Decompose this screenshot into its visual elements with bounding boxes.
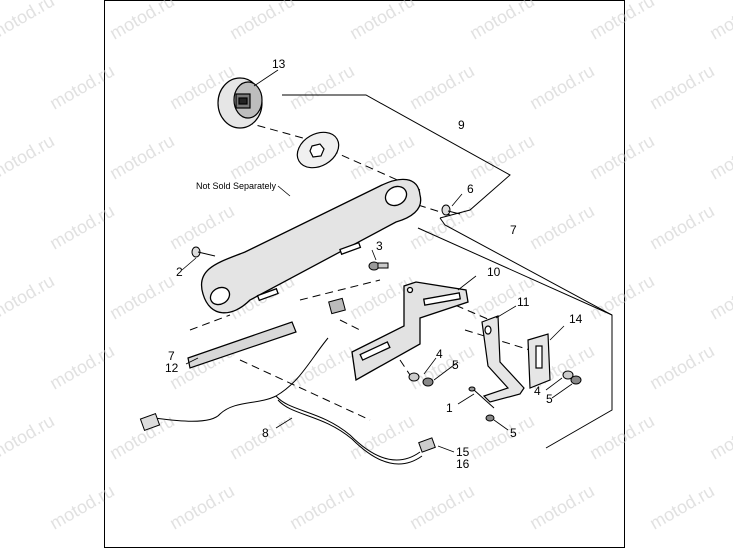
- watermark-text: motod.ru: [406, 481, 478, 534]
- watermark-text: motod.ru: [106, 271, 178, 324]
- callout-3: 3: [376, 239, 383, 253]
- watermark-text: motod.ru: [586, 0, 658, 43]
- watermark-text: motod.ru: [706, 411, 733, 464]
- watermark-text: motod.ru: [466, 411, 538, 464]
- watermark-text: motod.ru: [166, 201, 238, 254]
- callout-12: 12: [165, 361, 179, 375]
- not-sold-separately-note: Not Sold Separately: [196, 181, 277, 191]
- watermark-text: motod.ru: [466, 0, 538, 43]
- watermark-text: motod.ru: [346, 411, 418, 464]
- callout-16: 16: [456, 457, 470, 471]
- watermark-text: motod.ru: [586, 131, 658, 184]
- hardware-washers-nuts: [408, 370, 582, 422]
- callout-4-right: 4: [534, 384, 541, 398]
- part-14-plate: [527, 333, 551, 389]
- watermark-text: motod.ru: [46, 61, 118, 114]
- watermark-text: motod.ru: [406, 61, 478, 114]
- watermark-text: motod.ru: [46, 341, 118, 394]
- callout-2: 2: [176, 265, 183, 279]
- part-11-bracket: [481, 315, 525, 403]
- watermark-text: motod.ru: [706, 0, 733, 43]
- watermark-text: motod.ru: [226, 131, 298, 184]
- leader-lines: [181, 69, 573, 453]
- part-12-reflector: [187, 321, 297, 369]
- callout-6: 6: [467, 182, 474, 196]
- watermark-text: motod.ru: [706, 131, 733, 184]
- watermark-text: motod.ru: [0, 0, 58, 43]
- watermark-text: motod.ru: [646, 481, 718, 534]
- watermark-text: motod.ru: [706, 271, 733, 324]
- gasket-washer: [296, 131, 340, 169]
- callout-1: 1: [446, 401, 453, 415]
- callout-5-left: 5: [452, 358, 459, 372]
- part-3-screw: [368, 261, 389, 271]
- lamp-socket: [328, 297, 346, 315]
- callout-10: 10: [487, 265, 501, 279]
- part-13-cover: [217, 77, 263, 129]
- callout-7-top: 7: [510, 223, 517, 237]
- part-8-wiring: [139, 337, 436, 465]
- watermark-text: motod.ru: [46, 481, 118, 534]
- callout-13: 13: [272, 57, 286, 71]
- part-2-bolt: [191, 246, 216, 258]
- callout-8: 8: [262, 426, 269, 440]
- watermark-text: motod.ru: [0, 131, 58, 184]
- part-10-bracket: [351, 281, 469, 382]
- watermark-text: motod.ru: [526, 481, 598, 534]
- watermark-text: motod.ru: [286, 341, 358, 394]
- callout-14: 14: [569, 312, 583, 326]
- callout-9: 9: [458, 118, 465, 132]
- watermark-text: motod.ru: [526, 201, 598, 254]
- watermark-text: motod.ru: [46, 201, 118, 254]
- part-6-bolt: [441, 204, 461, 216]
- watermark-text: motod.ru: [526, 61, 598, 114]
- callout-7-bottom: 7: [168, 349, 175, 363]
- watermark-text: motod.ru: [0, 411, 58, 464]
- callout-11: 11: [517, 295, 530, 309]
- diagram-frame: [104, 0, 625, 548]
- watermark-text: motod.ru: [646, 61, 718, 114]
- group-brackets: [282, 94, 613, 449]
- watermark-text: motod.ru: [286, 481, 358, 534]
- watermark-text: motod.ru: [166, 481, 238, 534]
- callout-labels: 13 9 6 7 3 2 10 11 14 7 12 4 5 4 5 1 5 8…: [165, 57, 583, 471]
- part-1-screw: [468, 386, 495, 409]
- watermark-text: motod.ru: [646, 201, 718, 254]
- callout-5-right: 5: [546, 392, 553, 406]
- callout-4-left: 4: [436, 347, 443, 361]
- watermark-text: motod.ru: [346, 0, 418, 43]
- watermark-layer: motod.ru motod.ru motod.ru motod.ru motod.ru…: [0, 0, 733, 533]
- watermark-text: motod.ru: [346, 131, 418, 184]
- watermark-text: motod.ru: [586, 271, 658, 324]
- watermark-text: motod.ru: [646, 341, 718, 394]
- watermark-text: motod.ru: [106, 0, 178, 43]
- callout-5-bottom: 5: [510, 426, 517, 440]
- watermark-text: motod.ru: [106, 131, 178, 184]
- watermark-text: motod.ru: [226, 0, 298, 43]
- main-bracket-plate: [200, 178, 422, 314]
- watermark-text: motod.ru: [0, 271, 58, 324]
- callout-15: 15: [456, 445, 470, 459]
- watermark-text: motod.ru: [286, 61, 358, 114]
